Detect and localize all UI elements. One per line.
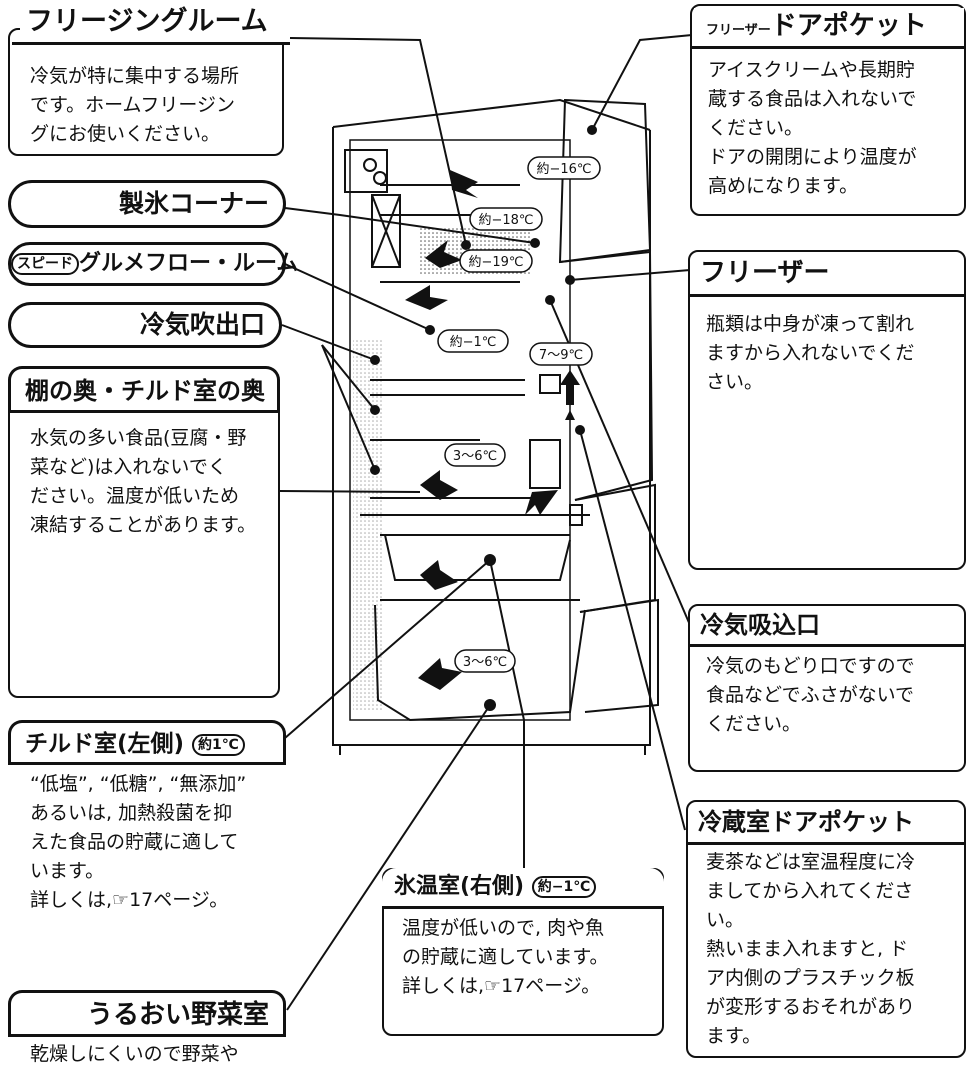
ice-temp-room-temp: 約−1℃ xyxy=(531,876,597,898)
airflow-arrow xyxy=(405,285,448,310)
airflow-arrow xyxy=(418,658,462,690)
cold-inlet-rule xyxy=(688,644,966,647)
temp-fridge-lower: 3〜6℃ xyxy=(453,449,497,464)
shelf-back-title: 棚の奥・チルド室の奥 xyxy=(8,366,280,412)
freezing-room-title: フリージングルーム xyxy=(20,4,286,42)
speed-gourmet-title: グルメフロー・ルーム xyxy=(79,251,299,276)
freezer-door-pocket-rule xyxy=(690,46,966,49)
ice-temp-room-name: 氷温室(右側) xyxy=(394,874,525,899)
leader-dots xyxy=(370,125,597,711)
speed-gourmet-label: スピードグルメフロー・ルーム xyxy=(8,242,298,286)
freezing-room-box xyxy=(8,28,284,156)
shelf-back-rule xyxy=(8,410,280,413)
freezing-room-rule xyxy=(12,42,290,45)
fridge-door-pocket-title: 冷蔵室ドアポケット xyxy=(698,804,960,842)
temperature-bubbles xyxy=(437,156,601,673)
airflow-arrow xyxy=(560,370,580,405)
freezing-room-text: 冷気が特に集中する場所 です。ホームフリージン グにお使いください。 xyxy=(30,65,240,145)
leader-line xyxy=(321,344,376,471)
airflow-arrow xyxy=(420,470,458,500)
chilled-room-name: チルド室(左側) xyxy=(25,731,185,757)
freezer-rule xyxy=(688,294,966,297)
temp-gourmet: 約−1℃ xyxy=(450,335,497,350)
airflow-arrow xyxy=(425,240,462,268)
leader-line xyxy=(591,34,693,131)
shelf-back-text: 水気の多い食品(豆腐・野 菜など)は入れないでく ださい。温度が低いため 凍結す… xyxy=(30,427,257,536)
temperature-texts: 約−16℃ 約−18℃ 約−19℃ 約−1℃ 7〜9℃ 3〜6℃ 3〜6℃ xyxy=(450,162,592,670)
vegetable-room-text: 乾燥しにくいので野菜や xyxy=(30,1043,239,1065)
temp-freezer-door: 約−16℃ xyxy=(536,162,591,177)
cold-inlet-title: 冷気吸込口 xyxy=(700,608,960,644)
chilled-room-text: “低塩”, “低糖”, “無添加” あるいは, 加熱殺菌を抑 えた食品の貯蔵に適… xyxy=(30,773,247,911)
airflow-arrow xyxy=(420,560,458,590)
cold-inlet-text: 冷気のもどり口ですので 食品などでふさがないで ください。 xyxy=(706,655,915,735)
leader-line xyxy=(281,324,376,361)
leader-line xyxy=(489,559,525,870)
temp-ice-lower: 約−19℃ xyxy=(468,255,523,270)
ice-temp-room-text: 温度が低いので, 肉や魚 の貯蔵に適しています。 詳しくは,☞17ページ。 xyxy=(402,917,609,997)
temp-ice-upper: 約−18℃ xyxy=(478,213,533,228)
airflow-arrows xyxy=(405,170,580,690)
chilled-room-rule xyxy=(8,762,286,765)
vegetable-room-rule xyxy=(8,1034,286,1037)
freezer-title: フリーザー xyxy=(700,256,960,292)
vegetable-room-title: うるおい野菜室 xyxy=(8,990,286,1036)
speed-badge: スピード xyxy=(11,253,79,275)
ice-corner-label: 製氷コーナー xyxy=(8,180,286,228)
cold-outlet-label: 冷気吹出口 xyxy=(8,302,282,348)
airflow-arrow xyxy=(525,490,558,515)
leader-line xyxy=(284,263,431,331)
chilled-room-title: チルド室(左側) 約1℃ xyxy=(8,720,286,764)
temp-fridge-upper: 7〜9℃ xyxy=(539,348,583,363)
temp-vegetable: 3〜6℃ xyxy=(463,655,507,670)
leader-lines xyxy=(279,34,693,1011)
ice-temp-room-rule xyxy=(382,906,664,909)
leader-line xyxy=(284,559,491,739)
leader-line xyxy=(579,429,686,831)
freezer-box xyxy=(688,250,966,570)
leader-line xyxy=(321,344,376,411)
leader-line xyxy=(279,490,421,493)
freezer-door-pocket-title: フリーザードアポケット xyxy=(694,8,964,46)
freezer-door-pocket-name: ドアポケット xyxy=(770,11,927,41)
leader-line xyxy=(284,207,536,244)
leader-line xyxy=(569,269,691,281)
freezer-text: 瓶類は中身が凍って割れ ますから入れないでくだ さい。 xyxy=(706,313,915,393)
fridge-door-pocket-rule xyxy=(686,842,966,845)
airflow-arrow xyxy=(450,170,478,198)
freezer-door-pocket-prefix: フリーザー xyxy=(706,23,771,38)
fridge-door-pocket-text: 麦茶などは室温程度に冷 ましてから入れてくださ い。 熱いまま入れますと, ド … xyxy=(706,851,916,1047)
leader-line xyxy=(286,704,491,1011)
freezer-door-pocket-text: アイスクリームや長期貯 蔵する食品は入れないで ください。 ドアの開閉により温度… xyxy=(708,59,917,197)
airflow-arrow xyxy=(565,410,575,420)
leader-line xyxy=(289,37,467,246)
chilled-room-temp: 約1℃ xyxy=(192,733,245,756)
ice-temp-room-title: 氷温室(右側) 約−1℃ xyxy=(382,868,664,908)
